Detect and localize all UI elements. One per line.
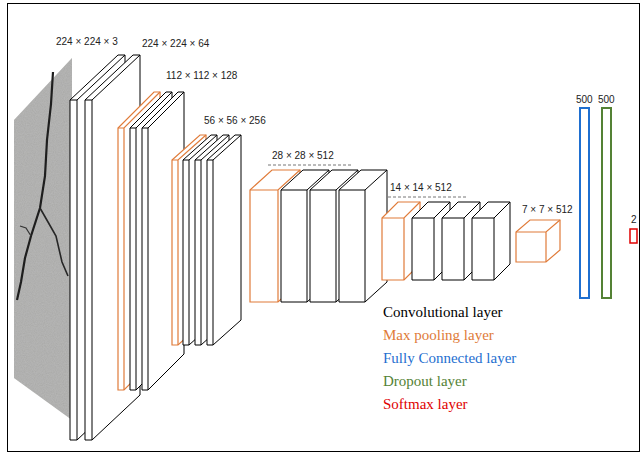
conv-layer: [207, 135, 241, 345]
pool-layer: [516, 220, 560, 262]
legend-text: Fully Connected layer: [383, 350, 516, 366]
dimension-label: 2: [631, 214, 637, 225]
dimension-label: 14 × 14 × 512: [390, 182, 452, 193]
input-image: [14, 58, 72, 420]
legend-entry: Max pooling layer: [383, 327, 494, 344]
legend-entry: Fully Connected layer: [383, 350, 516, 367]
conv-layer: [472, 202, 510, 280]
dim-line: [268, 165, 352, 166]
softmax-layer: [630, 229, 637, 243]
dimension-label: 224 × 224 × 3: [56, 36, 118, 47]
legend-text: Max pooling layer: [383, 327, 494, 343]
legend-text: Dropout layer: [383, 373, 467, 389]
dimension-label: 56 × 56 × 256: [204, 115, 266, 126]
frame: [8, 4, 640, 452]
conv-layer: [339, 170, 387, 302]
dimension-label: 28 × 28 × 512: [272, 150, 334, 161]
legend-text: Softmax layer: [383, 396, 468, 412]
dimension-label: 500: [576, 94, 593, 105]
dimension-label: 500: [598, 94, 615, 105]
dimension-label: 7 × 7 × 512: [522, 204, 573, 215]
legend-entry: Convolutional layer: [383, 304, 503, 321]
legend-text: Convolutional layer: [383, 304, 503, 320]
legend-entry: Softmax layer: [383, 396, 468, 413]
fc-layer: [580, 108, 589, 298]
dim-line: [388, 197, 466, 198]
dropout-layer: [602, 108, 611, 298]
legend-entry: Dropout layer: [383, 373, 467, 390]
dimension-label: 224 × 224 × 64: [142, 38, 209, 49]
dimension-label: 112 × 112 × 128: [166, 70, 237, 81]
